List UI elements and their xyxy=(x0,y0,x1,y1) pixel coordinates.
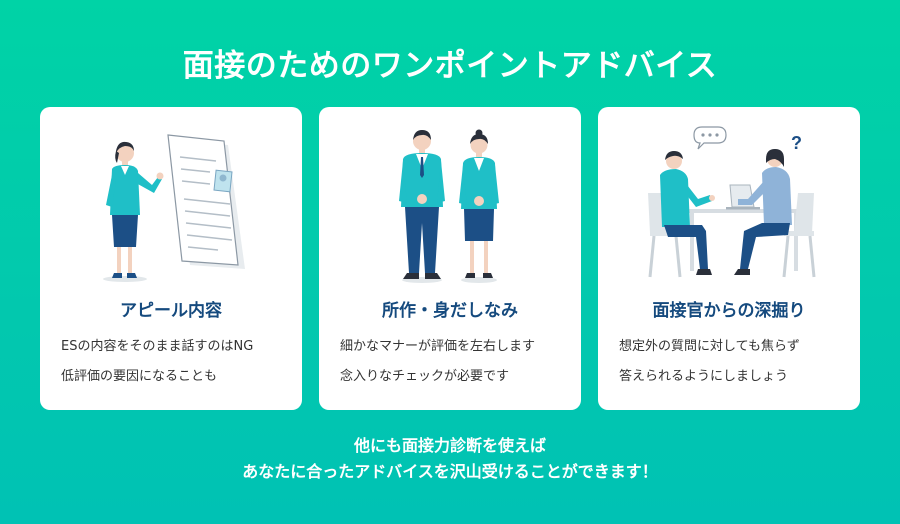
interview-table-icon: ? xyxy=(648,126,816,278)
card-description-line: 想定外の質問に対しても焦らず xyxy=(619,339,800,354)
card-description: 想定外の質問に対しても焦らず 答えられるようにしましょう xyxy=(619,332,851,392)
presenter-with-document-icon xyxy=(103,134,245,282)
advice-card-appeal: アピール内容 ESの内容をそのまま話すのはNG 低評価の要因になることも xyxy=(40,107,302,410)
business-attire-pair-icon xyxy=(399,129,499,283)
advice-card-followup: ? xyxy=(598,107,860,410)
card-description-line: 細かなマナーが評価を左右します xyxy=(340,339,536,354)
footer-line: あなたに合ったアドバイスを沢山受けることができます！ xyxy=(242,462,658,481)
svg-text:?: ? xyxy=(791,133,802,153)
card-description-line: 低評価の要因になることも xyxy=(61,369,218,384)
advice-card-manners: 所作・身だしなみ 細かなマナーが評価を左右します 念入りなチェックが必要です xyxy=(319,107,581,410)
card-description-line: ESの内容をそのまま話すのはNG xyxy=(61,339,254,354)
card-title: アピール内容 xyxy=(120,301,222,321)
banner-title: 面接のためのワンポイントアドバイス xyxy=(182,48,718,84)
footer-message: 他にも面接力診断を使えば あなたに合ったアドバイスを沢山受けることができます！ xyxy=(0,433,900,485)
card-description: 細かなマナーが評価を左右します 念入りなチェックが必要です xyxy=(340,332,572,392)
card-description-line: 念入りなチェックが必要です xyxy=(340,369,510,384)
card-description-line: 答えられるようにしましょう xyxy=(619,369,789,384)
card-title: 面接官からの深掘り xyxy=(652,301,806,321)
footer-line: 他にも面接力診断を使えば xyxy=(353,436,546,455)
card-title: 所作・身だしなみ xyxy=(382,301,518,321)
card-description: ESの内容をそのまま話すのはNG 低評価の要因になることも xyxy=(61,332,293,392)
